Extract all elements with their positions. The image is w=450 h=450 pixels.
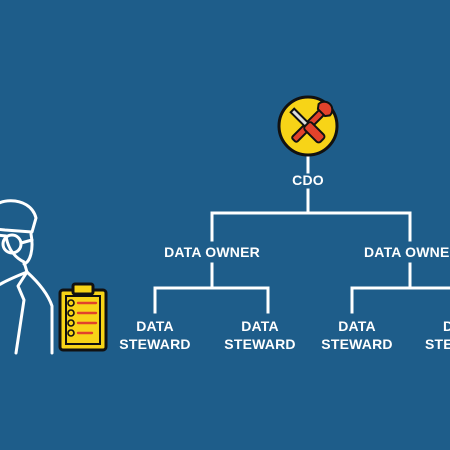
- data-steward-4-line2: STEWARD: [425, 336, 450, 352]
- data-steward-3-line2: STEWARD: [321, 336, 393, 352]
- person-with-glasses-icon: [0, 199, 54, 355]
- data-steward-label-3: DATA STEWARD: [307, 317, 407, 353]
- data-steward-label-1: DATA STEWARD: [105, 317, 205, 353]
- data-owner-label-left: DATA OWNER: [164, 244, 260, 260]
- data-steward-1-line2: STEWARD: [119, 336, 191, 352]
- data-owner-label-right: DATA OWNER: [364, 244, 450, 260]
- checklist-clipboard-icon: [58, 282, 108, 352]
- data-steward-3-line1: DATA: [338, 318, 376, 334]
- connector-lines: [153, 152, 450, 314]
- data-steward-label-2: DATA STEWARD: [210, 317, 310, 353]
- data-steward-1-line1: DATA: [136, 318, 174, 334]
- data-steward-4-line1: DATA: [443, 318, 450, 334]
- cdo-label: CDO: [292, 172, 324, 188]
- wrench-screwdriver-icon: [277, 95, 339, 157]
- data-steward-2-line2: STEWARD: [224, 336, 296, 352]
- data-steward-2-line1: DATA: [241, 318, 279, 334]
- data-steward-label-4: DATA STEWARD: [425, 317, 450, 353]
